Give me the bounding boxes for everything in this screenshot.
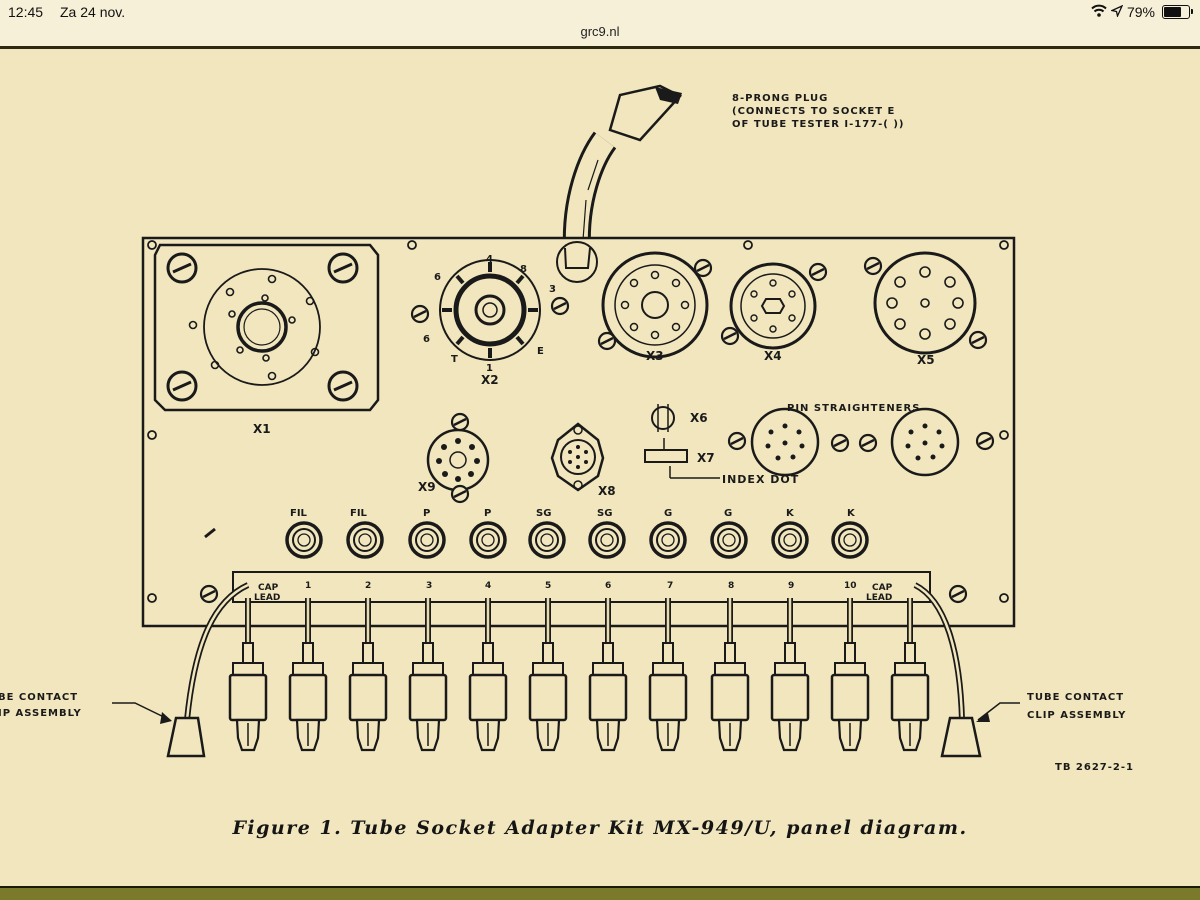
jack-row: FIL FIL P P SG SG G G K K bbox=[204, 508, 869, 559]
svg-text:P: P bbox=[484, 508, 491, 519]
scanned-figure: 8-PRONG PLUG (CONNECTS TO SOCKET E OF TU… bbox=[0, 49, 1200, 887]
svg-text:X8: X8 bbox=[598, 484, 616, 498]
svg-text:FIL: FIL bbox=[290, 508, 308, 519]
svg-text:CAP: CAP bbox=[258, 583, 279, 593]
svg-text:SG: SG bbox=[597, 508, 612, 519]
svg-text:6: 6 bbox=[605, 581, 611, 591]
socket-x6: X6 bbox=[651, 404, 708, 432]
svg-text:SG: SG bbox=[536, 508, 551, 519]
svg-text:CLIP ASSEMBLY: CLIP ASSEMBLY bbox=[1027, 710, 1126, 721]
location-arrow-icon bbox=[1109, 4, 1124, 20]
viewer-bottom-border bbox=[0, 886, 1200, 889]
svg-text:PIN STRAIGHTENERS: PIN STRAIGHTENERS bbox=[787, 403, 920, 414]
svg-text:FIL: FIL bbox=[350, 508, 368, 519]
status-time: 12:45 bbox=[8, 4, 44, 20]
battery-icon bbox=[1162, 5, 1193, 19]
svg-text:8: 8 bbox=[728, 581, 734, 591]
viewer-bottom-bar bbox=[0, 888, 1200, 900]
panel-diagram: 8-PRONG PLUG (CONNECTS TO SOCKET E OF TU… bbox=[0, 84, 1134, 773]
svg-text:P: P bbox=[423, 508, 430, 519]
caption-text: Figure 1. Tube Socket Adapter Kit MX-949… bbox=[232, 817, 968, 839]
status-date: Za 24 nov. bbox=[60, 4, 126, 20]
svg-text:X3: X3 bbox=[646, 349, 664, 363]
svg-text:5: 5 bbox=[545, 581, 551, 591]
svg-text:OF TUBE TESTER I-177-( )): OF TUBE TESTER I-177-( )) bbox=[732, 119, 904, 130]
adapter-panel bbox=[141, 236, 1016, 628]
socket-x4: X4 bbox=[720, 262, 828, 363]
svg-text:4: 4 bbox=[485, 581, 491, 591]
socket-x3: X3 bbox=[597, 251, 713, 363]
svg-text:X7: X7 bbox=[697, 451, 715, 465]
svg-text:G: G bbox=[724, 508, 732, 519]
lead-strip: CAP LEAD 1 2 3 4 5 6 7 8 9 10 CAP LEAD bbox=[199, 571, 968, 604]
address-bar-url[interactable]: grc9.nl bbox=[580, 24, 620, 39]
right-clip-assembly: TUBE CONTACT CLIP ASSEMBLY bbox=[913, 582, 1126, 758]
status-bar: 12:45 Za 24 nov. grc9.nl 79% bbox=[0, 0, 1200, 46]
svg-text:(CONNECTS TO SOCKET E: (CONNECTS TO SOCKET E bbox=[732, 106, 895, 117]
svg-text:X9: X9 bbox=[418, 480, 436, 494]
socket-x1: X1 bbox=[153, 243, 380, 436]
svg-text:9: 9 bbox=[788, 581, 794, 591]
svg-text:T: T bbox=[451, 354, 458, 365]
svg-text:6: 6 bbox=[434, 272, 441, 283]
svg-text:3: 3 bbox=[426, 581, 432, 591]
battery-level bbox=[1164, 7, 1182, 17]
left-clip-assembly: BE CONTACT IP ASSEMBLY bbox=[0, 582, 250, 758]
socket-x8: X8 bbox=[550, 422, 616, 498]
figure-caption: Figure 1. Tube Socket Adapter Kit MX-949… bbox=[0, 817, 1200, 847]
svg-text:3: 3 bbox=[549, 284, 556, 295]
svg-text:X6: X6 bbox=[690, 411, 708, 425]
socket-x2: 4 8 6 3 6 T 1 E X2 bbox=[410, 254, 570, 387]
svg-text:E: E bbox=[537, 346, 544, 357]
svg-text:INDEX DOT: INDEX DOT bbox=[722, 473, 799, 486]
battery-percent: 79% bbox=[1126, 4, 1155, 20]
svg-text:LEAD: LEAD bbox=[866, 593, 892, 603]
socket-x5: X5 bbox=[863, 251, 988, 367]
svg-text:LEAD: LEAD bbox=[254, 593, 280, 603]
pin-straighteners: PIN STRAIGHTENERS bbox=[727, 403, 995, 477]
svg-text:X5: X5 bbox=[917, 353, 935, 367]
socket-x9: X9 bbox=[418, 412, 490, 504]
svg-text:K: K bbox=[847, 508, 856, 519]
plug-cable bbox=[562, 84, 683, 249]
panel-mounting-holes bbox=[147, 240, 1009, 603]
svg-text:8-PRONG PLUG: 8-PRONG PLUG bbox=[732, 93, 828, 104]
socket-x7: X7 INDEX DOT bbox=[644, 438, 799, 486]
svg-text:K: K bbox=[786, 508, 795, 519]
svg-text:BE CONTACT: BE CONTACT bbox=[0, 692, 78, 703]
svg-text:1: 1 bbox=[305, 581, 311, 591]
plug-label: 8-PRONG PLUG (CONNECTS TO SOCKET E OF TU… bbox=[732, 93, 904, 130]
svg-text:4: 4 bbox=[486, 254, 493, 265]
svg-text:8: 8 bbox=[520, 264, 527, 275]
svg-text:1: 1 bbox=[486, 363, 493, 374]
svg-text:IP ASSEMBLY: IP ASSEMBLY bbox=[0, 708, 82, 719]
svg-text:G: G bbox=[664, 508, 672, 519]
svg-text:7: 7 bbox=[667, 581, 673, 591]
svg-text:10: 10 bbox=[844, 581, 857, 591]
viewer-top-border bbox=[0, 46, 1200, 49]
svg-text:TUBE CONTACT: TUBE CONTACT bbox=[1027, 692, 1124, 703]
wifi-icon bbox=[1091, 4, 1107, 20]
svg-text:6: 6 bbox=[423, 334, 430, 345]
svg-text:CAP: CAP bbox=[872, 583, 893, 593]
tb-number: TB 2627-2-1 bbox=[1055, 762, 1134, 773]
status-indicators: 79% bbox=[1091, 3, 1193, 21]
svg-text:X4: X4 bbox=[764, 349, 782, 363]
svg-text:X2: X2 bbox=[481, 373, 499, 387]
svg-text:X1: X1 bbox=[253, 422, 271, 436]
svg-text:2: 2 bbox=[365, 581, 371, 591]
